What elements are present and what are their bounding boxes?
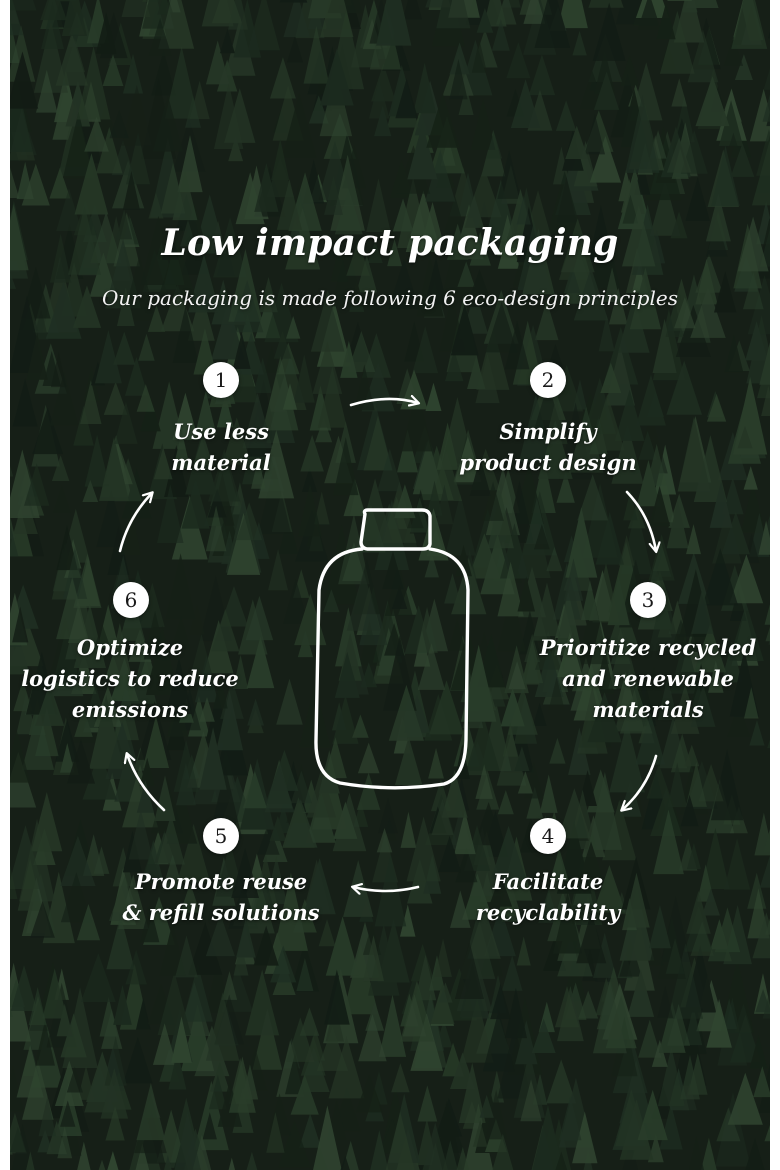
step-5-badge: 5 [203, 818, 239, 854]
step-2-badge: 2 [530, 362, 566, 398]
forest-background: Low impact packaging Our packaging is ma… [10, 0, 770, 1170]
step-2-label: Simplify product design [448, 416, 648, 478]
step-3-line-2: and renewable [562, 666, 734, 691]
step-1-line-2: material [171, 450, 271, 475]
step-6-label: Optimize logistics to reduce emissions [20, 632, 240, 725]
step-6-line-2: logistics to reduce [21, 666, 239, 691]
step-6-line-3: emissions [71, 697, 189, 722]
step-3-badge: 3 [630, 582, 666, 618]
step-6-badge: 6 [113, 582, 149, 618]
step-4-line-2: recyclability [475, 900, 621, 925]
page-title: Low impact packaging [161, 222, 619, 264]
step-1-label: Use less material [121, 416, 321, 478]
page-subtitle: Our packaging is made following 6 eco-de… [102, 286, 678, 310]
step-2-line-1: Simplify [499, 419, 597, 444]
step-1-line-1: Use less [173, 419, 269, 444]
step-3-line-3: materials [592, 697, 704, 722]
step-5-label: Promote reuse & refill solutions [106, 866, 336, 928]
step-5-line-1: Promote reuse [134, 869, 308, 894]
step-5-line-2: & refill solutions [122, 900, 320, 925]
step-4-badge: 4 [530, 818, 566, 854]
step-4-label: Facilitate recyclability [448, 866, 648, 928]
step-4-line-1: Facilitate [492, 869, 604, 894]
step-2-line-2: product design [459, 450, 637, 475]
step-1-badge: 1 [203, 362, 239, 398]
step-6-line-1: Optimize [76, 635, 184, 660]
step-3-line-1: Prioritize recycled [539, 635, 757, 660]
step-3-label: Prioritize recycled and renewable materi… [530, 632, 766, 725]
